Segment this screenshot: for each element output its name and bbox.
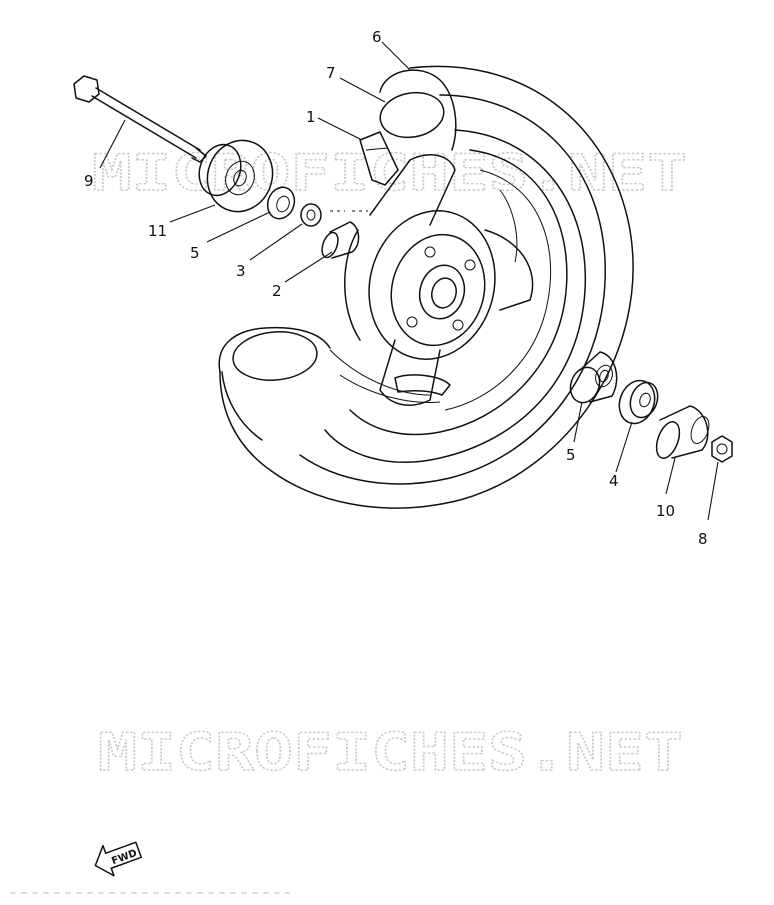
part-8-nut bbox=[711, 435, 733, 463]
callout-3: 3 bbox=[236, 262, 246, 280]
leader-lines bbox=[99, 41, 719, 521]
callout-11: 11 bbox=[148, 222, 167, 240]
callout-2: 2 bbox=[272, 282, 282, 300]
callout-1: 1 bbox=[306, 108, 316, 126]
fwd-arrow-icon: FWD bbox=[94, 841, 143, 877]
part-2-spacer bbox=[321, 221, 360, 259]
watermark-lower: MICROFICHES.NET bbox=[98, 723, 683, 783]
callout-8: 8 bbox=[698, 530, 708, 548]
wheel-assembly bbox=[218, 65, 634, 509]
part-5-bearing-left bbox=[266, 186, 296, 220]
callout-6: 6 bbox=[372, 28, 382, 46]
callout-10: 10 bbox=[656, 502, 675, 520]
callout-7: 7 bbox=[326, 64, 336, 82]
fwd-label: FWD bbox=[110, 848, 138, 867]
part-4-collar bbox=[618, 379, 659, 425]
callout-4: 4 bbox=[609, 472, 619, 490]
callout-9: 9 bbox=[84, 172, 94, 190]
callout-5: 5 bbox=[190, 244, 200, 262]
part-5-bearing-right bbox=[569, 351, 618, 404]
part-10-spacer bbox=[655, 405, 710, 459]
callout-5: 5 bbox=[566, 446, 576, 464]
part-11-collar bbox=[198, 139, 274, 213]
part-1-clip bbox=[359, 131, 399, 186]
part-3-washer bbox=[300, 203, 322, 227]
